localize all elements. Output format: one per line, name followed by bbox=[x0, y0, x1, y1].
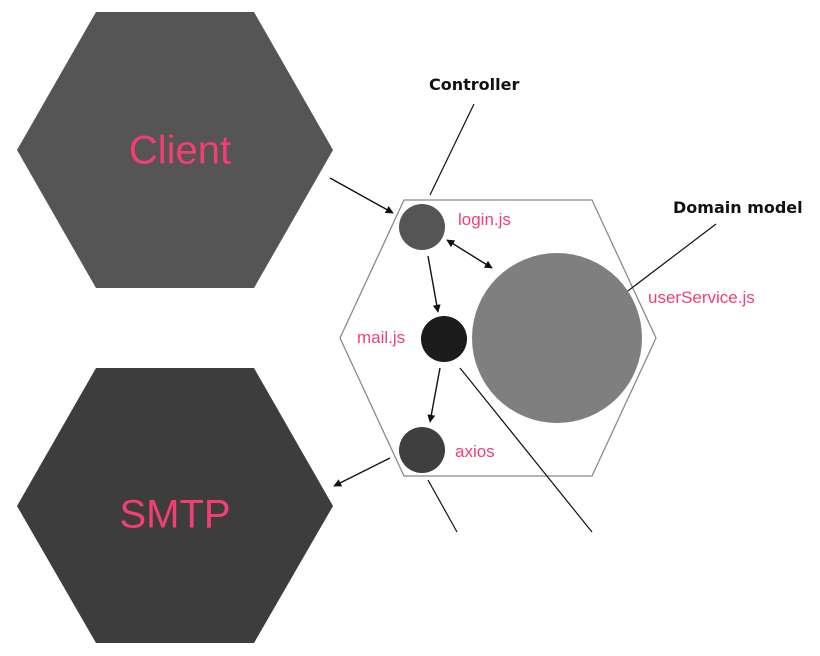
client-hexagon bbox=[17, 12, 333, 288]
domain-model-annotation: Domain model bbox=[673, 198, 803, 217]
controller-pointer-line bbox=[429, 103, 475, 196]
user-service-node bbox=[472, 253, 642, 423]
axios-to-smtp-arrow bbox=[333, 457, 391, 487]
login-to-mail-arrow bbox=[427, 255, 441, 313]
mail-label: mail.js bbox=[357, 328, 405, 347]
smtp-label: SMTP bbox=[119, 493, 230, 537]
login-node bbox=[399, 204, 445, 250]
axios-label: axios bbox=[455, 442, 495, 461]
mail-pointer-line bbox=[459, 367, 593, 533]
login-userservice-arrow bbox=[446, 239, 493, 269]
domain-model-pointer-line bbox=[615, 223, 717, 301]
client-label: Client bbox=[129, 129, 231, 173]
axios-node bbox=[399, 427, 445, 473]
user-service-label: userService.js bbox=[648, 288, 755, 307]
mail-to-axios-arrow bbox=[427, 367, 441, 423]
mail-node bbox=[421, 316, 467, 362]
controller-annotation: Controller bbox=[429, 75, 519, 94]
client-to-login-arrow bbox=[329, 177, 394, 214]
login-label: login.js bbox=[458, 210, 511, 229]
smtp-hexagon bbox=[17, 368, 333, 643]
axios-pointer-line bbox=[427, 479, 458, 533]
application-hexagon bbox=[339, 199, 657, 477]
